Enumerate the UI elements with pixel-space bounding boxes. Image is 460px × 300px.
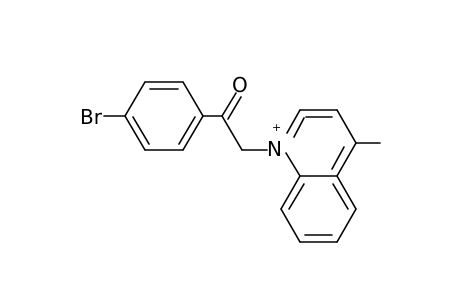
benzo-ring: [280, 175, 357, 243]
bond: [336, 175, 357, 210]
co-double-bond: [221, 92, 237, 117]
double-bond-inner: [178, 116, 196, 145]
co-double-bond: [227, 96, 242, 120]
bond: [182, 81, 204, 117]
bond: [182, 115, 204, 151]
bond: [336, 208, 357, 243]
nitrogen-charge: +: [272, 121, 281, 134]
nitrogen-label: N: [267, 137, 282, 161]
bond: [286, 109, 301, 134]
carbonyl-group: [202, 92, 268, 151]
bond: [280, 175, 301, 210]
pyridinium-ring: [285, 109, 357, 177]
bond: [221, 115, 243, 151]
bond: [285, 152, 301, 177]
bond: [280, 208, 301, 243]
double-bond-inner: [288, 183, 305, 210]
double-bond-inner: [293, 117, 305, 138]
bromophenyl-ring: [124, 81, 204, 151]
oxygen-label: O: [232, 73, 248, 97]
double-bond-inner: [132, 116, 150, 145]
bond: [336, 142, 357, 177]
double-bond-inner: [331, 146, 345, 170]
bond: [336, 109, 357, 144]
double-bond-inner: [332, 183, 349, 210]
bromine-label: Br: [80, 105, 103, 129]
bond: [124, 115, 146, 151]
bond: [124, 81, 146, 117]
